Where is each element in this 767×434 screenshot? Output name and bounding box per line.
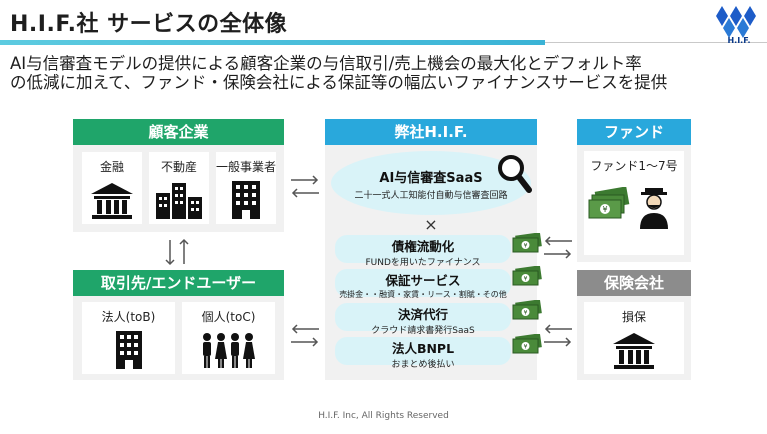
vertical-arrows: [165, 238, 189, 266]
subtitle-line-2: の低減に加えて、ファンド・保険会社による保証等の幅広いファイナンスサービスを提供: [10, 73, 668, 92]
customer-realestate: 不動産: [149, 152, 209, 224]
fund-label: ファンド1～7号: [590, 159, 678, 173]
ai-credit-saas-block: AI与信審査SaaS 二十一式人工知能付自動与信審査回路: [331, 151, 531, 215]
fund-panel: ファンド ファンド1～7号 ¥: [577, 119, 691, 262]
insurance-header: 保険会社: [577, 270, 691, 296]
company-header: 弊社H.I.F.: [325, 119, 537, 145]
fund-cell: ファンド1～7号 ¥: [584, 151, 684, 255]
svg-text:¥: ¥: [524, 310, 528, 317]
customer-realestate-label: 不動産: [160, 160, 197, 174]
subtitle-line-1: AI与信審査モデルの提供による顧客企業の与信取引/売上機会の最大化とデフォルト率: [10, 54, 642, 73]
ai-credit-saas-title: AI与信審査SaaS: [379, 171, 483, 186]
service-payment-sub: クラウド請求書発行SaaS: [371, 326, 475, 336]
svg-text:¥: ¥: [524, 243, 528, 250]
svg-text:¥: ¥: [602, 205, 607, 214]
page-subtitle: AI与信審査モデルの提供による顧客企業の与信取引/売上機会の最大化とデフォルト率…: [10, 54, 760, 92]
title-underline: [0, 40, 545, 45]
customer-finance-label: 金融: [99, 160, 124, 174]
office-building-icon: [232, 181, 260, 219]
partner-corporate: 法人(toB): [82, 302, 175, 374]
insurance-company-arrows: [544, 324, 572, 347]
ai-credit-saas-sub: 二十一式人工知能付自動与信審査回路: [354, 191, 508, 201]
partner-individual-label: 個人(toC): [201, 310, 256, 324]
service-bnpl-sub: おまとめ後払い: [391, 360, 455, 370]
yen-banknote-icon: ¥: [512, 266, 542, 286]
customers-company-arrows: [291, 175, 319, 198]
fund-header: ファンド: [577, 119, 691, 145]
people-icon: [202, 333, 255, 368]
magnifier-icon: [498, 155, 532, 193]
insurance-panel: 保険会社 損保: [577, 270, 691, 380]
customer-finance: 金融: [82, 152, 142, 224]
customers-panel: 顧客企業 金融 不動産: [73, 119, 284, 232]
bank-icon: [91, 183, 133, 219]
hif-logo-icon: [716, 6, 756, 38]
partners-company-arrows: [291, 324, 319, 347]
customers-header: 顧客企業: [73, 119, 284, 145]
insurance-cell: 損保: [584, 302, 684, 374]
svg-text:¥: ¥: [524, 276, 528, 283]
yen-banknote-icon: ¥: [512, 334, 542, 354]
partners-panel: 取引先/エンドユーザー 法人(toB) 個人(toC): [73, 270, 284, 380]
partners-header: 取引先/エンドユーザー: [73, 270, 284, 296]
service-payment: 決済代行 クラウド請求書発行SaaS: [335, 303, 511, 336]
service-securitization-sub: FUNDを用いたファイナンス: [365, 258, 481, 268]
logo-text: H.I.F.: [727, 36, 751, 45]
yen-banknote-icon: ¥: [512, 300, 542, 320]
page-title: H.I.F.社 サービスの全体像: [10, 12, 288, 37]
service-securitization: 債権流動化 FUNDを用いたファイナンス: [335, 235, 511, 268]
service-securitization-title: 債権流動化: [391, 239, 455, 254]
customer-general: 一般事業者: [216, 152, 276, 224]
footer-copyright: H.I.F. Inc, All Rights Reserved: [318, 411, 449, 421]
service-guarantee-title: 保証サービス: [385, 273, 461, 288]
cross-symbol: ×: [424, 215, 438, 234]
buildings-icon: [156, 183, 202, 219]
service-payment-title: 決済代行: [397, 307, 448, 322]
yen-banknote-icon: ¥: [512, 233, 542, 253]
title-rule: [545, 42, 767, 43]
service-bnpl-title: 法人BNPL: [391, 341, 455, 356]
office-building-icon: [115, 331, 142, 369]
partner-corporate-label: 法人(toB): [101, 310, 156, 324]
service-bnpl: 法人BNPL おまとめ後払い: [335, 337, 511, 370]
service-guarantee-sub: 売掛金・・融資・家賃・リース・割賦・その他: [339, 290, 507, 299]
bank-icon: [613, 333, 655, 369]
fund-company-arrows: [544, 236, 572, 259]
insurance-label: 損保: [621, 310, 646, 324]
yen-banknote-icon: ¥: [588, 187, 630, 219]
customer-general-label: 一般事業者: [216, 160, 277, 174]
investor-icon: [640, 188, 668, 229]
service-guarantee: 保証サービス 売掛金・・融資・家賃・リース・割賦・その他: [335, 269, 511, 299]
partner-individual: 個人(toC): [182, 302, 275, 374]
svg-text:¥: ¥: [524, 344, 528, 351]
